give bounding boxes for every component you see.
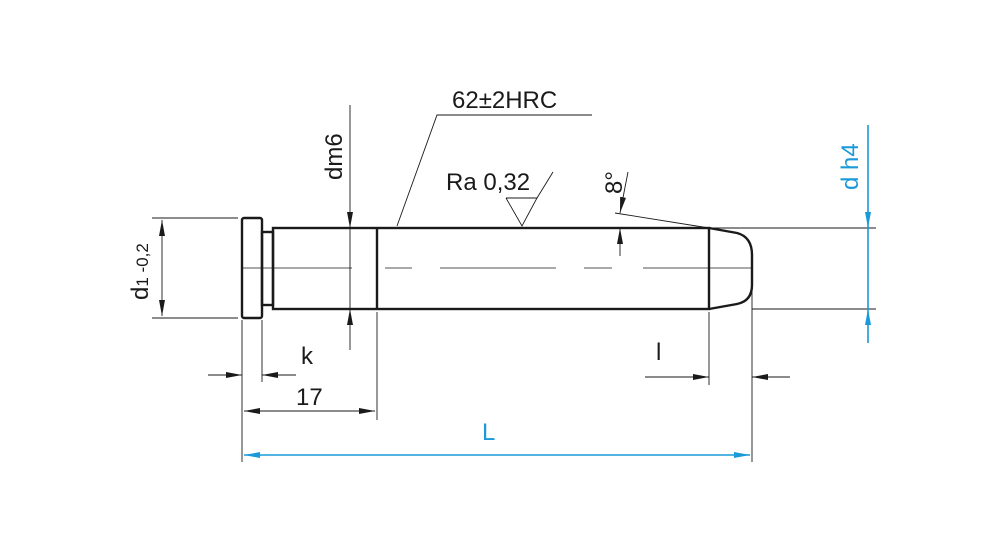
head-diameter-main: d: [127, 287, 154, 300]
pin-neck: [260, 230, 275, 307]
pin-shank: [271, 226, 711, 311]
shank-length-label: 17: [296, 384, 323, 411]
roughness-symbol: [505, 197, 538, 227]
total-length-label: L: [482, 419, 495, 446]
taper-line: [614, 212, 710, 229]
shank-diameter-label: dm6: [321, 133, 348, 180]
pin-outline: [240, 216, 754, 320]
tip-length-label: l: [656, 339, 661, 366]
hardness-leader: [396, 114, 592, 227]
angle-arrow-top: [619, 171, 629, 214]
roughness-label: Ra 0,32: [446, 169, 530, 196]
pin-tip: [708, 226, 754, 311]
diameter-label: d h4: [837, 143, 864, 190]
head-diameter-tolerance: 1 -0,2: [133, 243, 152, 286]
hardness-label: 62±2HRC: [452, 87, 557, 114]
head-length-label: k: [301, 343, 314, 370]
head-diameter-label: d1 -0,2: [127, 243, 154, 300]
angle-label: 8°: [601, 171, 628, 194]
